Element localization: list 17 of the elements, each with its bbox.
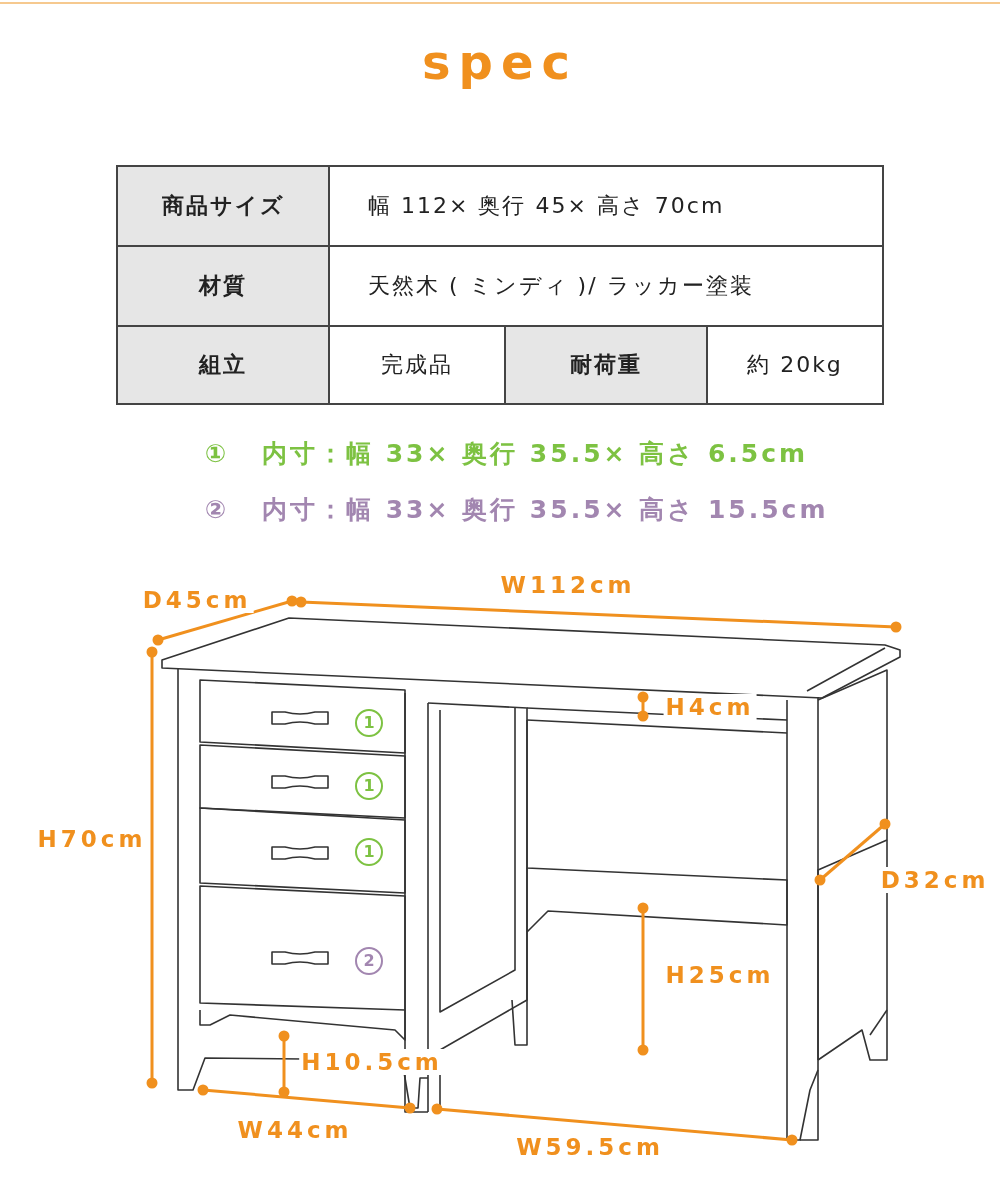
- drawer-number: 1: [355, 709, 383, 737]
- table-cell: 幅 112× 奥行 45× 高さ 70cm: [328, 165, 884, 247]
- dimension-label: H10.5cm: [299, 1049, 445, 1075]
- dimension-label: H4cm: [663, 694, 757, 720]
- table-cell: 約 20kg: [706, 325, 884, 405]
- title: spec: [422, 34, 578, 90]
- drawer-number: 1: [355, 772, 383, 800]
- header-cell: 商品サイズ: [116, 165, 330, 247]
- drawer-number: 1: [355, 838, 383, 866]
- note-text: 内寸：幅 33× 奥行 35.5× 高さ 15.5cm: [262, 493, 829, 526]
- header-cell: 耐荷重: [504, 325, 708, 405]
- note-number: ②: [204, 494, 230, 524]
- header-cell: 材質: [116, 245, 330, 327]
- note-number: ①: [204, 438, 230, 468]
- note-text: 内寸：幅 33× 奥行 35.5× 高さ 6.5cm: [262, 437, 809, 470]
- header-cell: 組立: [116, 325, 330, 405]
- drawer-number: 2: [355, 947, 383, 975]
